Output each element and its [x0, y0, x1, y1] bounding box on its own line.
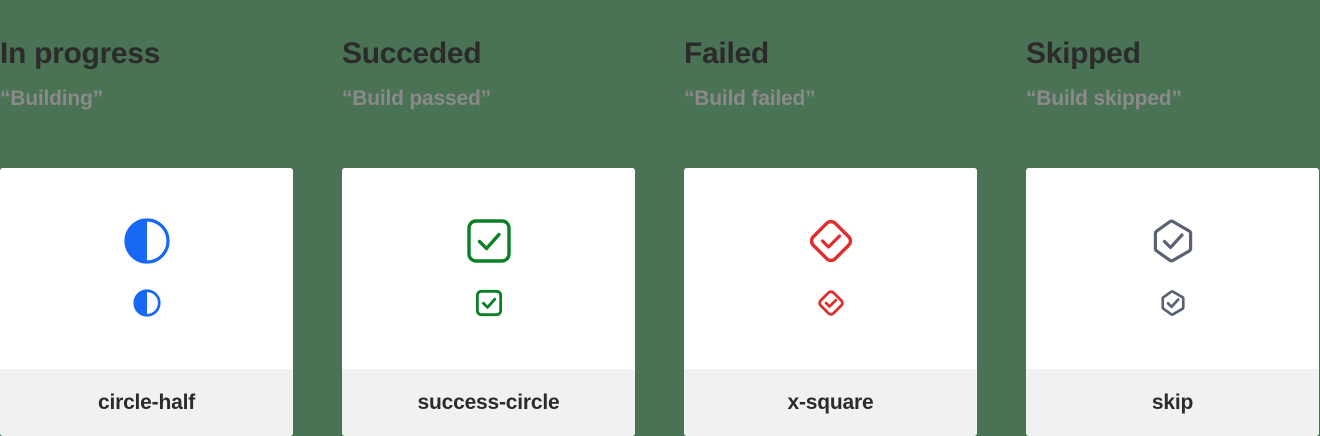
x-square-icon	[807, 217, 855, 265]
icon-preview-area	[684, 168, 977, 369]
status-column-succeded: Succeded “Build passed”	[342, 0, 635, 436]
column-header: In progress “Building”	[0, 0, 293, 110]
card-footer: skip	[1026, 369, 1319, 436]
card-footer: x-square	[684, 369, 977, 436]
success-circle-icon	[465, 217, 513, 265]
status-subtitle: “Build passed”	[342, 87, 491, 110]
icon-preview-area	[342, 168, 635, 369]
status-column-skipped: Skipped “Build skipped”	[1026, 0, 1319, 436]
x-square-icon-small	[817, 289, 845, 317]
status-title: Succeded	[342, 37, 482, 70]
column-header: Succeded “Build passed”	[342, 0, 635, 110]
icon-preview-area	[1026, 168, 1319, 369]
status-column-failed: Failed “Build failed”	[684, 0, 977, 436]
skip-icon	[1149, 217, 1197, 265]
circle-half-icon-small	[132, 288, 161, 317]
status-subtitle: “Build failed”	[684, 87, 816, 110]
circle-half-icon	[123, 217, 171, 265]
skip-icon-small	[1159, 289, 1187, 317]
icon-name-label: success-circle	[417, 390, 560, 414]
status-title: Failed	[684, 37, 769, 70]
icon-name-label: circle-half	[97, 390, 195, 414]
icon-card-success-circle[interactable]: success-circle	[342, 168, 635, 436]
status-subtitle: “Building”	[0, 87, 103, 110]
success-circle-icon-small	[475, 289, 503, 317]
card-footer: circle-half	[0, 369, 293, 436]
icon-card-x-square[interactable]: x-square	[684, 168, 977, 436]
status-subtitle: “Build skipped”	[1026, 87, 1182, 110]
column-header: Skipped “Build skipped”	[1026, 0, 1319, 110]
icon-card-skip[interactable]: skip	[1026, 168, 1319, 436]
status-title: Skipped	[1026, 37, 1141, 70]
icon-card-circle-half[interactable]: circle-half	[0, 168, 293, 436]
icon-preview-area	[0, 168, 293, 369]
card-footer: success-circle	[342, 369, 635, 436]
icon-name-label: x-square	[787, 390, 874, 414]
icon-name-label: skip	[1151, 390, 1194, 414]
column-header: Failed “Build failed”	[684, 0, 977, 110]
status-column-in-progress: In progress “Building”	[0, 0, 293, 436]
status-title: In progress	[0, 37, 161, 70]
